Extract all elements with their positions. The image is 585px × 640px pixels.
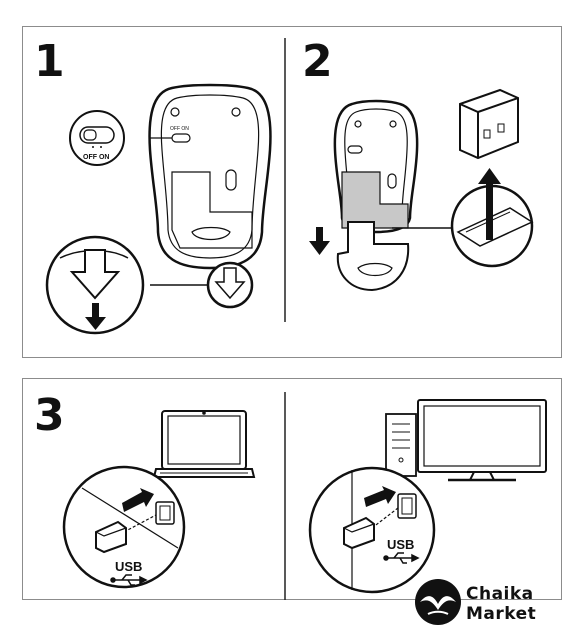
seagull-icon: [415, 579, 461, 625]
power-switch-zoom: [69, 110, 125, 166]
arrow-up-icon: [478, 168, 501, 240]
arrow-right-icon: [122, 488, 154, 512]
brand-name-line2: Market: [466, 604, 537, 624]
arrow-down-icon: [214, 267, 246, 300]
instructions-bottom-panel: [22, 378, 562, 600]
usb-symbol-icon: [383, 552, 420, 564]
instructions-top-panel: [22, 26, 562, 358]
insert-path-dashed: [371, 507, 399, 529]
brand-name-line1: Chaika: [466, 584, 534, 604]
laptop-icon: [152, 410, 256, 478]
usb-receiver-icon: [343, 516, 375, 550]
step-1-number: 1: [34, 36, 65, 87]
battery-cover: [336, 221, 410, 292]
arrow-down-icon: [69, 249, 121, 300]
usb-receiver-icon: [95, 520, 127, 554]
arrow-down-icon: [309, 227, 330, 255]
step-2-number: 2: [302, 36, 333, 87]
arrow-down-icon: [85, 303, 106, 330]
usb-symbol-icon: [110, 574, 148, 586]
desktop-pc-icon: [385, 413, 417, 477]
brand-watermark: Chaika Market: [414, 578, 564, 630]
usb-receiver-icon: [459, 88, 519, 160]
battery-cover-zoom: [45, 235, 212, 335]
insert-path-dashed: [123, 514, 157, 533]
mouse-switch-label: OFF ON: [170, 126, 189, 132]
switch-off-on-label: OFF ON: [83, 154, 109, 161]
arrow-right-icon: [364, 486, 396, 507]
usb-label-2: USB: [387, 537, 414, 552]
monitor-icon: [417, 399, 547, 482]
mouse-bottom-icon: [148, 83, 272, 270]
usb-label: USB: [115, 559, 142, 574]
step-3-number: 3: [34, 390, 65, 441]
battery-compartment: [341, 171, 409, 229]
